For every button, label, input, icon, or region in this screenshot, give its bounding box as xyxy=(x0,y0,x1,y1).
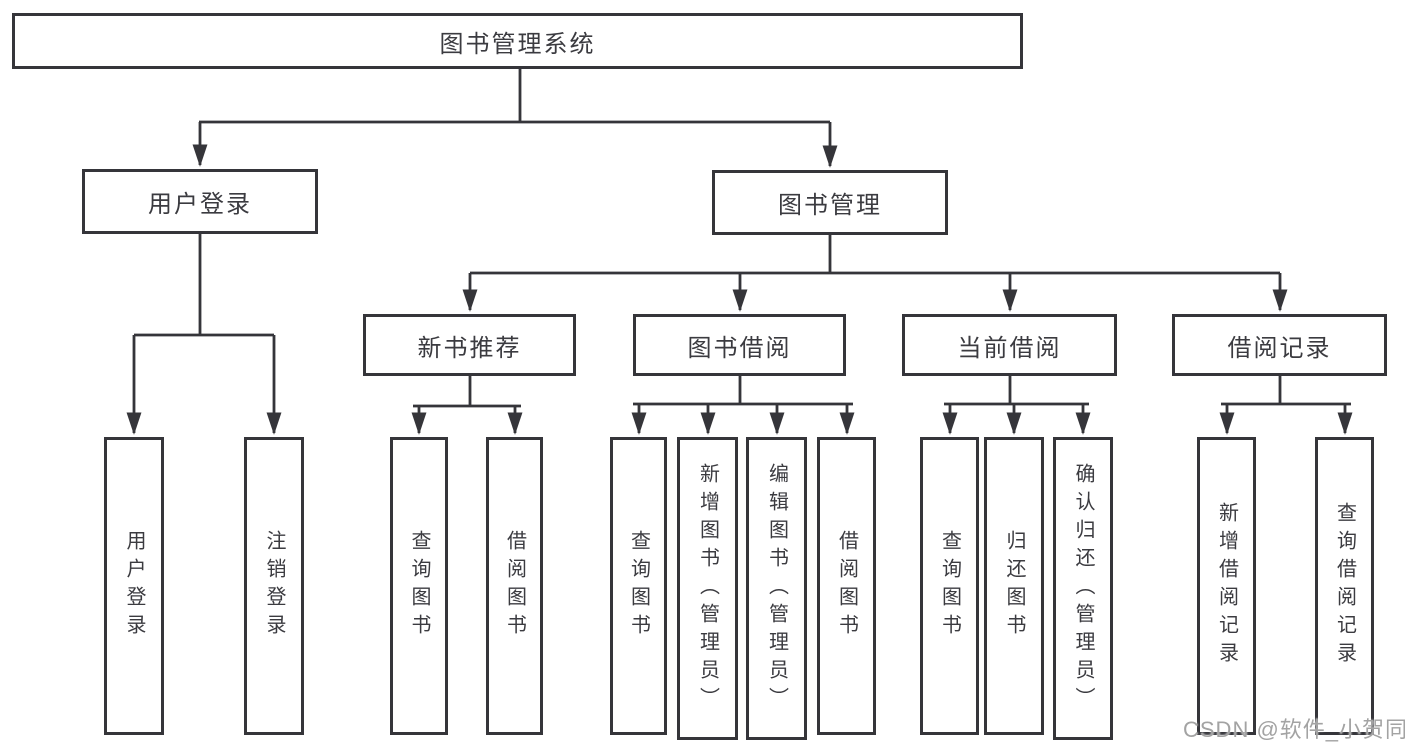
leaf-borrow-books-recommend: 借阅图书 xyxy=(486,437,543,735)
leaf-query-books-current: 查询图书 xyxy=(920,437,979,735)
leaf-borrow-books: 借阅图书 xyxy=(817,437,876,735)
leaf-query-borrow-record: 查询借阅记录 xyxy=(1315,437,1374,735)
leaf-add-borrow-record: 新增借阅记录 xyxy=(1197,437,1256,735)
leaf-query-books-recommend: 查询图书 xyxy=(390,437,448,735)
node-borrowing-records: 借阅记录 xyxy=(1172,314,1387,376)
leaf-confirm-return-admin: 确认归还（管理员） xyxy=(1053,437,1113,740)
watermark-text: CSDN @软件_小贺同学 xyxy=(1183,717,1405,742)
leaf-edit-book-admin: 编辑图书（管理员） xyxy=(746,437,807,740)
leaf-user-login: 用户登录 xyxy=(104,437,164,735)
leaf-add-book-admin: 新增图书（管理员） xyxy=(677,437,738,740)
node-new-book-recommend: 新书推荐 xyxy=(363,314,576,376)
leaf-return-books: 归还图书 xyxy=(984,437,1044,735)
leaf-logout: 注销登录 xyxy=(244,437,304,735)
leaf-query-books-borrow: 查询图书 xyxy=(610,437,667,735)
node-root-system: 图书管理系统 xyxy=(12,13,1023,69)
node-current-borrowing: 当前借阅 xyxy=(902,314,1117,376)
connector-trunks xyxy=(134,69,1351,408)
node-book-borrowing: 图书借阅 xyxy=(633,314,846,376)
node-book-management: 图书管理 xyxy=(712,170,948,235)
node-user-login: 用户登录 xyxy=(82,169,318,234)
